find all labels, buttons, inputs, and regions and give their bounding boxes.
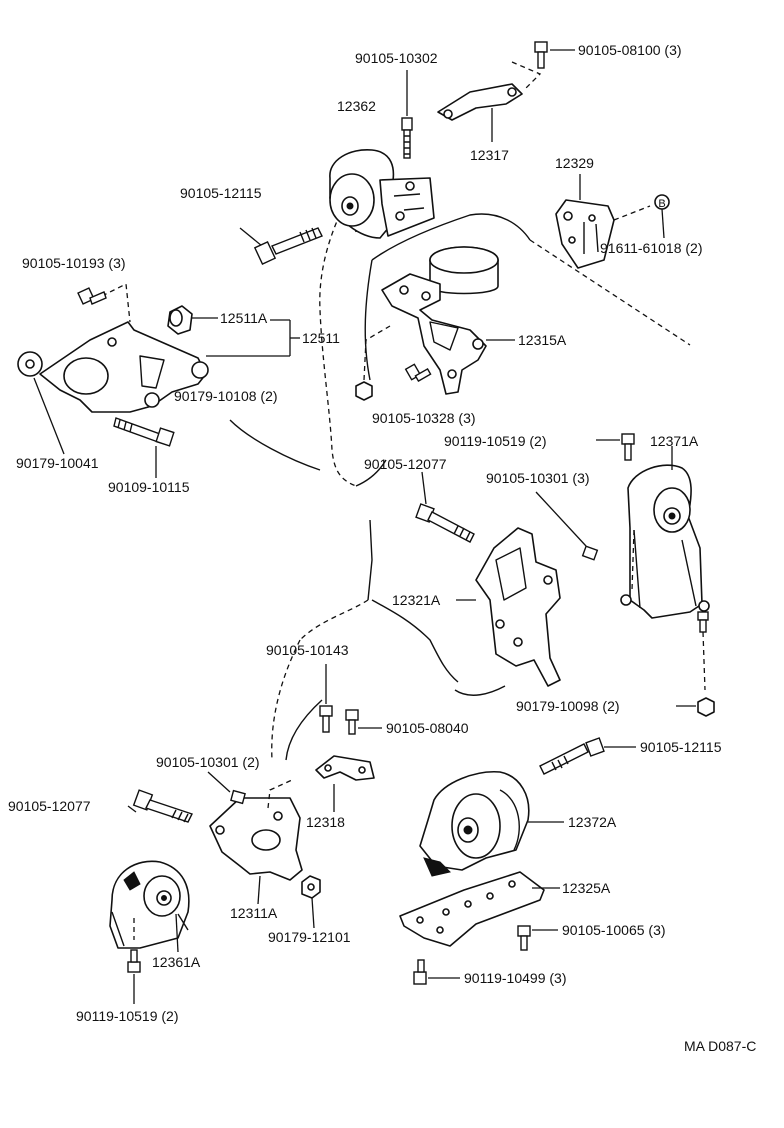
label-12362: 12362: [337, 98, 376, 114]
label-90105-10301-mid: 90105-10301 (2): [156, 754, 260, 770]
label-90105-12077-top: 90105-12077: [364, 456, 447, 472]
bolt-90105-12115-top: [239, 227, 323, 266]
leader-90179-10041: [33, 377, 65, 455]
bolt-90105-08100: [534, 41, 575, 69]
part-12511-bracket: [17, 282, 300, 413]
label-12361A: 12361A: [152, 954, 201, 970]
label-12318: 12318: [306, 814, 345, 830]
label-90105-08100: 90105-08100 (3): [578, 42, 682, 58]
bolt-90105-12077-top: [415, 471, 475, 543]
label-91611-61018: 91611-61018 (2): [600, 240, 702, 256]
label-90105-08040: 90105-08040: [386, 720, 469, 736]
label-12311A: 12311A: [230, 905, 278, 921]
label-90179-12101: 90179-12101: [268, 929, 351, 945]
bolt-90105-10328: [404, 363, 432, 383]
label-90105-10065: 90105-10065 (3): [562, 922, 666, 938]
part-12371A-mount: [620, 446, 710, 619]
bolt-90119-10519-top: [596, 433, 635, 461]
bolt-90105-12077-bot: [127, 789, 193, 823]
label-90179-10098: 90179-10098 (2): [516, 698, 620, 714]
label-90105-12077-bot: 90105-12077: [8, 798, 91, 814]
label-90109-10115: 90109-10115: [108, 479, 190, 495]
label-90119-10519-top: 90119-10519 (2): [444, 433, 546, 449]
part-12325A-plate: [399, 871, 560, 947]
bolt-90105-10302: [401, 70, 413, 159]
label-12372A: 12372A: [568, 814, 617, 830]
label-90105-10301-top: 90105-10301 (3): [486, 470, 590, 486]
label-12511: 12511: [302, 330, 340, 346]
nut-90179-10098: [676, 697, 715, 717]
callout-bubble: B: [654, 194, 670, 239]
bolt-12371A-lower: [697, 611, 709, 691]
label-90105-10193: 90105-10193 (3): [22, 255, 126, 271]
cylinder-spacer: [429, 246, 499, 295]
label-90105-10143: 90105-10143: [266, 642, 349, 658]
label-12325A: 12325A: [562, 880, 611, 896]
part-12317-stay: [437, 61, 542, 142]
label-90105-10328: 90105-10328 (3): [372, 410, 476, 426]
part-12311A-bracket: [209, 779, 303, 905]
label-12317: 12317: [470, 147, 509, 163]
bolt-90119-10499: [413, 959, 460, 985]
label-90179-10108: 90179-10108 (2): [174, 388, 278, 404]
bolt-90105-10065: [517, 925, 558, 951]
part-12361A-mount: [109, 860, 190, 953]
label-12511A: 12511A: [220, 310, 268, 326]
part-labels: 90105-10302 90105-08100 (3) 12362 12317 …: [8, 42, 756, 1054]
nut-90179-10108: [355, 325, 391, 401]
bolt-90119-10519-bot: [127, 949, 141, 1004]
label-12321A: 12321A: [392, 592, 441, 608]
part-12315A-bracket: [381, 273, 515, 395]
label-90119-10499: 90119-10499 (3): [464, 970, 566, 986]
bolt-90105-08040: [345, 709, 382, 735]
label-12371A: 12371A: [650, 433, 699, 449]
label-90105-12115-bot: 90105-12115: [640, 739, 722, 755]
part-12329-bracket: [555, 174, 651, 269]
part-12511A-bushing: [167, 305, 218, 335]
bolt-90105-10301-mid: [207, 771, 246, 805]
bolt-90105-10301-top: [535, 491, 599, 561]
drawing-code: MA D087-C: [684, 1038, 756, 1054]
part-12318-plate: [315, 755, 375, 812]
bolt-90109-10115: [113, 417, 175, 478]
label-90179-10041: 90179-10041: [16, 455, 99, 471]
bolt-90105-12115-bot: [539, 737, 636, 775]
label-90105-10302: 90105-10302: [355, 50, 438, 66]
part-12372A-mount: [419, 771, 564, 877]
label-90119-10519-bot: 90119-10519 (2): [76, 1008, 178, 1024]
bubble-letter: B: [658, 198, 665, 210]
part-12362-mount: [329, 149, 435, 239]
leader-12311A-top: [285, 699, 323, 761]
nut-90179-12101: [301, 875, 321, 929]
part-12321A-bracket: [456, 527, 561, 687]
bolt-90105-10143: [319, 664, 333, 733]
label-12329: 12329: [555, 155, 594, 171]
label-12315A: 12315A: [518, 332, 567, 348]
label-90105-12115-top: 90105-12115: [180, 185, 262, 201]
bolt-90105-10193: [77, 287, 107, 305]
